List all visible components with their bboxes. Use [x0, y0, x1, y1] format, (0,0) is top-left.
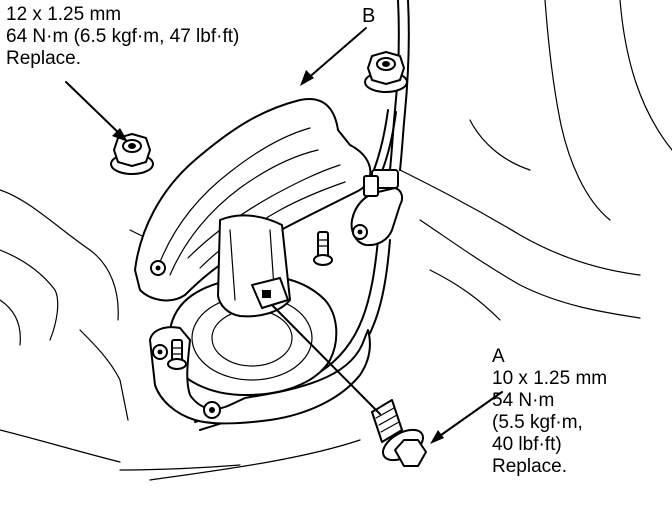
- nut-replace-note: Replace.: [6, 48, 81, 69]
- leader-lines: [65, 27, 503, 444]
- wire-clip-bracket: [350, 169, 404, 247]
- bolt-a-label: A: [492, 346, 505, 367]
- bolt-torque-lbf-label: 40 lbf·ft): [492, 434, 562, 455]
- flange-bolt-a: [371, 399, 427, 467]
- mount-bracket-b: [134, 98, 372, 302]
- nut-torque-label: 64 N·m (6.5 kgf·m, 47 lbf·ft): [6, 26, 240, 47]
- flange-nut-left: [110, 133, 154, 175]
- engine-frame-outline: [0, 0, 672, 481]
- mount-studs: [167, 231, 333, 370]
- bracket-b-callout: B: [362, 5, 375, 27]
- bolt-a-callout: A 10 x 1.25 mm 54 N·m (5.5 kgf·m, 40 lbf…: [492, 346, 607, 478]
- flange-nut-right: [364, 51, 408, 93]
- bolt-replace-note: Replace.: [492, 456, 567, 477]
- nut-torque-callout: 12 x 1.25 mm 64 N·m (6.5 kgf·m, 47 lbf·f…: [6, 4, 239, 70]
- mount-base-plate: [149, 326, 371, 425]
- bolt-torque-nm-label: 54 N·m: [492, 390, 555, 411]
- nut-size-label: 12 x 1.25 mm: [6, 4, 122, 25]
- engine-mount-body: [169, 214, 338, 396]
- bolt-size-label: 10 x 1.25 mm: [492, 368, 608, 389]
- bracket-b-label: B: [362, 5, 376, 27]
- bolt-torque-kgf-label: (5.5 kgf·m,: [492, 412, 583, 433]
